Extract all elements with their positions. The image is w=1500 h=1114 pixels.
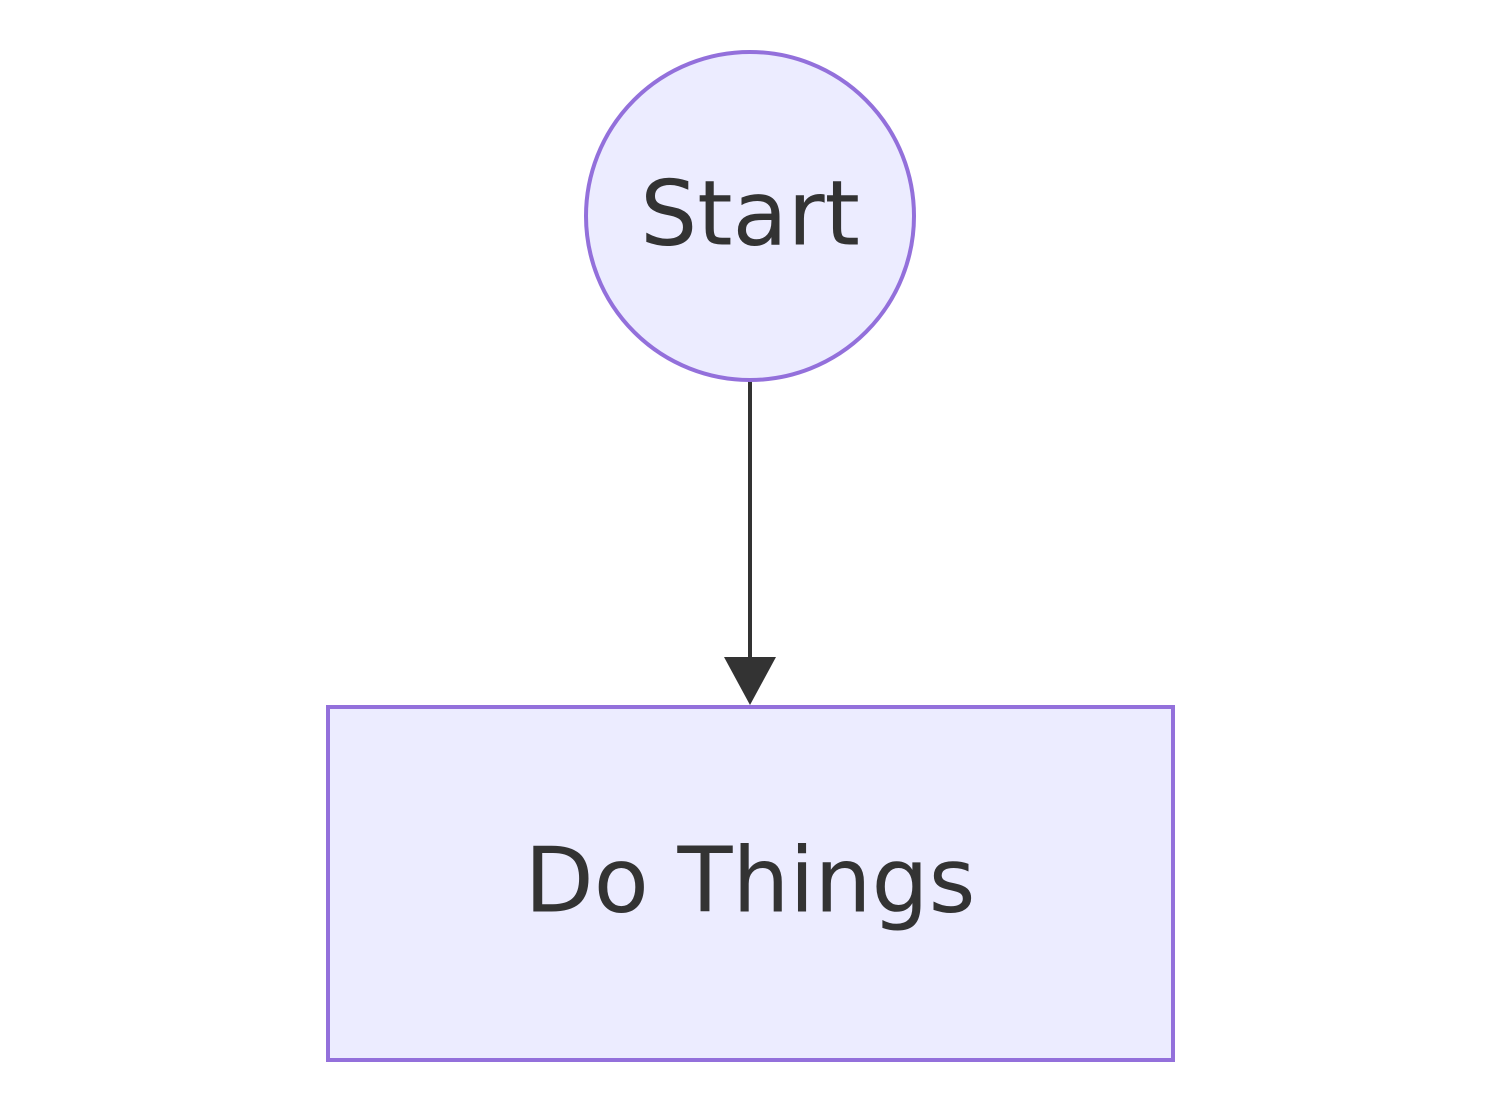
edge-start-to-do-things: [724, 381, 776, 705]
arrowhead-icon: [724, 657, 776, 705]
node-start[interactable]: Start: [584, 50, 916, 382]
node-do-things-label: Do Things: [524, 829, 975, 934]
node-start-label: Start: [640, 162, 860, 267]
node-do-things-rect: [326, 705, 1175, 1062]
node-do-things[interactable]: Do Things: [326, 705, 1175, 1062]
node-start-circle: [584, 50, 916, 382]
